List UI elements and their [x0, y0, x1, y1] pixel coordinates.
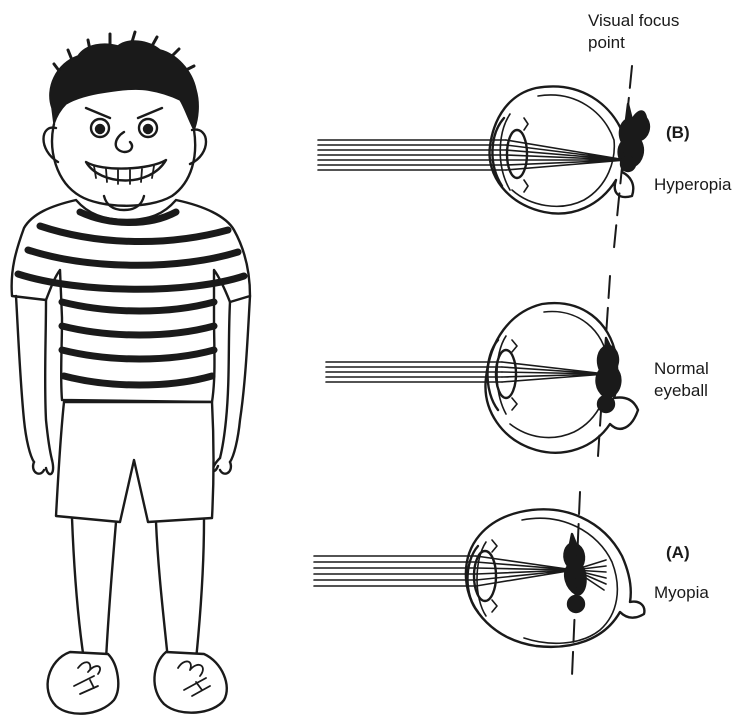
- boy-hand-right: [213, 458, 231, 474]
- boy-arm-right: [220, 296, 250, 462]
- boy-shoe-right: [154, 652, 226, 713]
- boy-shorts: [56, 402, 214, 522]
- eye-myopia: [314, 509, 644, 646]
- boy-hand-left: [33, 460, 53, 474]
- normal-image-tree: [597, 338, 621, 412]
- boy-face: [52, 124, 195, 206]
- boy-leg-left: [72, 518, 116, 660]
- boy-hair: [50, 32, 198, 130]
- hyperopia-label: Hyperopia: [654, 174, 732, 195]
- hyperopia-rays: [318, 140, 626, 170]
- eye-normal: [326, 303, 638, 453]
- boy-eyebrow-left: [86, 108, 110, 118]
- hyperopia-letter: (B): [666, 122, 690, 143]
- normal-label-line1: Normal: [654, 358, 709, 379]
- normal-rays: [326, 362, 606, 382]
- focus-label-line1: Visual focus: [588, 10, 679, 31]
- focus-label-line2: point: [588, 32, 625, 53]
- boy-illustration: [12, 32, 250, 714]
- normal-lens: [496, 350, 516, 398]
- hyperopia-lens: [507, 130, 527, 178]
- boy-arm-left: [16, 296, 52, 462]
- myopia-label: Myopia: [654, 582, 709, 603]
- myopia-letter: (A): [666, 542, 690, 563]
- boy-leg-right: [156, 520, 204, 660]
- eye-hyperopia: [318, 86, 649, 213]
- boy-shoe-left: [48, 652, 119, 714]
- normal-label-line2: eyeball: [654, 380, 708, 401]
- myopia-rays: [314, 556, 606, 590]
- boy-eyebrow-right: [138, 108, 162, 118]
